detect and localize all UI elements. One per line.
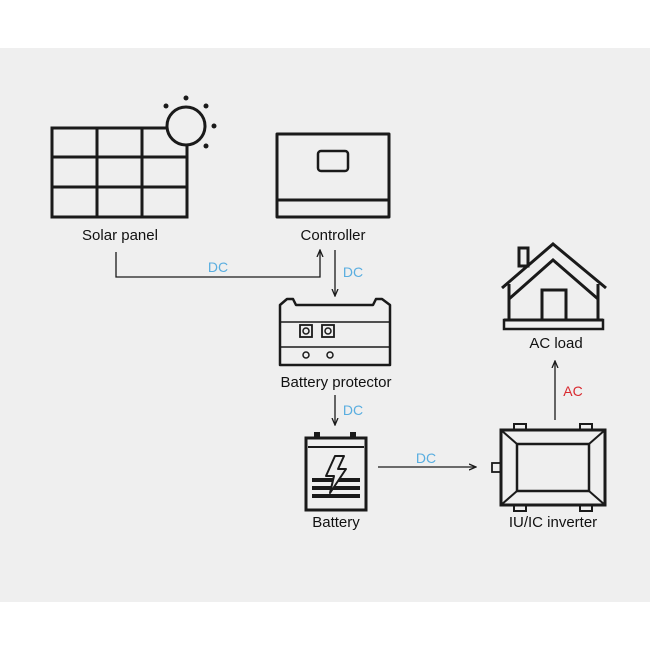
label-inverter: IU/IC inverter (508, 514, 598, 531)
lightning-icon (325, 455, 347, 494)
label-controller: Controller (300, 227, 366, 244)
house-icon (501, 242, 607, 331)
solar-panel-icon (50, 126, 189, 219)
label-battery: Battery (312, 514, 360, 531)
connectors (115, 250, 555, 467)
sun-icon (163, 95, 217, 149)
label-battery-protector: Battery protector (280, 374, 392, 391)
label-solar-panel: Solar panel (82, 227, 158, 244)
controller-icon (275, 132, 391, 219)
flow-label-inverter-to-load: AC (563, 383, 583, 399)
flow-label-solar-to-controller: DC (207, 259, 229, 275)
inverter-icon (491, 423, 607, 512)
connector-solar-to-controller (115, 250, 320, 278)
flow-label-protector-to-battery: DC (342, 402, 364, 418)
flow-label-battery-to-inverter: DC (415, 450, 437, 466)
flow-label-controller-to-protector: DC (342, 264, 364, 280)
battery-icon (304, 432, 368, 512)
battery-protector-icon (278, 297, 392, 367)
label-ac-load: AC load (529, 335, 583, 352)
